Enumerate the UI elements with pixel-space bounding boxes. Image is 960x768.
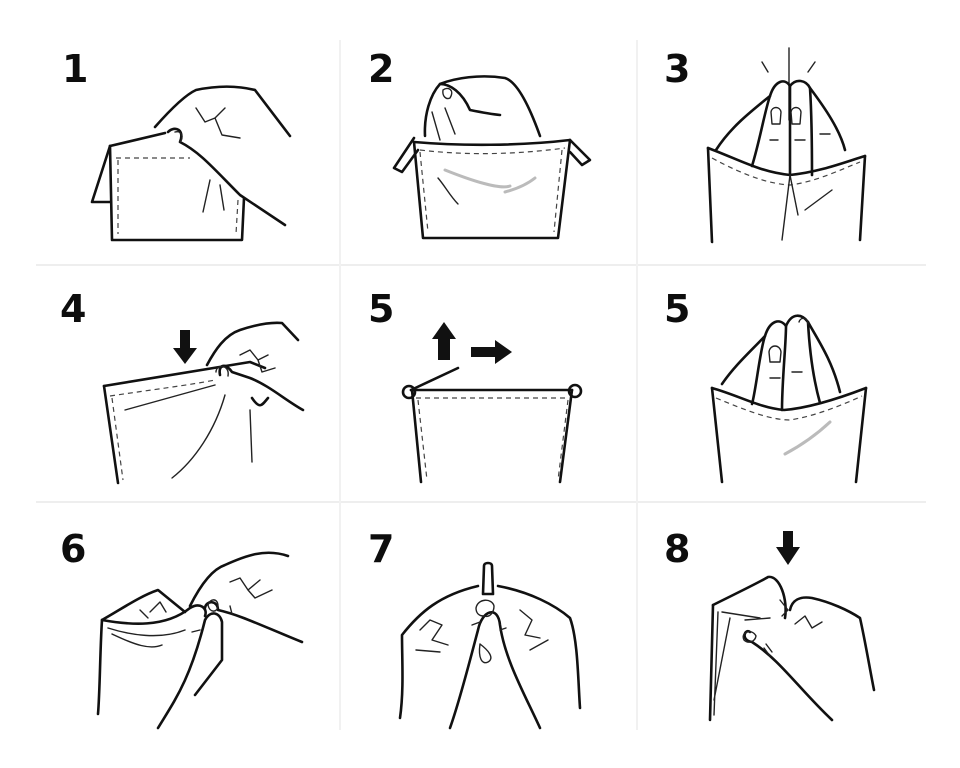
- step-panel-3: 3: [0, 0, 960, 264]
- step-number: 5: [368, 287, 394, 331]
- row-divider-2: [36, 501, 926, 503]
- hands-twisting-fabric-icon: [96, 551, 304, 730]
- step-number: 3: [664, 47, 690, 91]
- step-panel-4: 4: [0, 0, 340, 768]
- column-divider-2: [636, 40, 638, 730]
- step-number: 5: [664, 287, 690, 331]
- hand-in-pocket-icon: [392, 75, 592, 240]
- down-arrow-icon: [776, 531, 800, 565]
- step-panel-2: 2: [0, 0, 592, 264]
- hand-pinching-pocket-icon: [90, 85, 292, 242]
- up-arrow-icon: [432, 322, 456, 360]
- fold-down-edge-icon: [102, 321, 305, 485]
- hands-pressed-together-icon: [706, 47, 867, 244]
- step-number: 2: [368, 47, 394, 91]
- step-number: 8: [664, 527, 690, 571]
- right-arrow-icon: [471, 340, 512, 364]
- step-number: 4: [60, 287, 86, 331]
- step-number: 7: [368, 527, 394, 571]
- step-number: 6: [60, 527, 86, 571]
- row-divider-1: [36, 264, 926, 266]
- step-panel-1: 1: [0, 0, 340, 264]
- step-panel-6: 6: [0, 0, 340, 768]
- step-number: 1: [62, 47, 88, 91]
- down-arrow-icon: [173, 330, 197, 364]
- column-divider-1: [339, 40, 341, 730]
